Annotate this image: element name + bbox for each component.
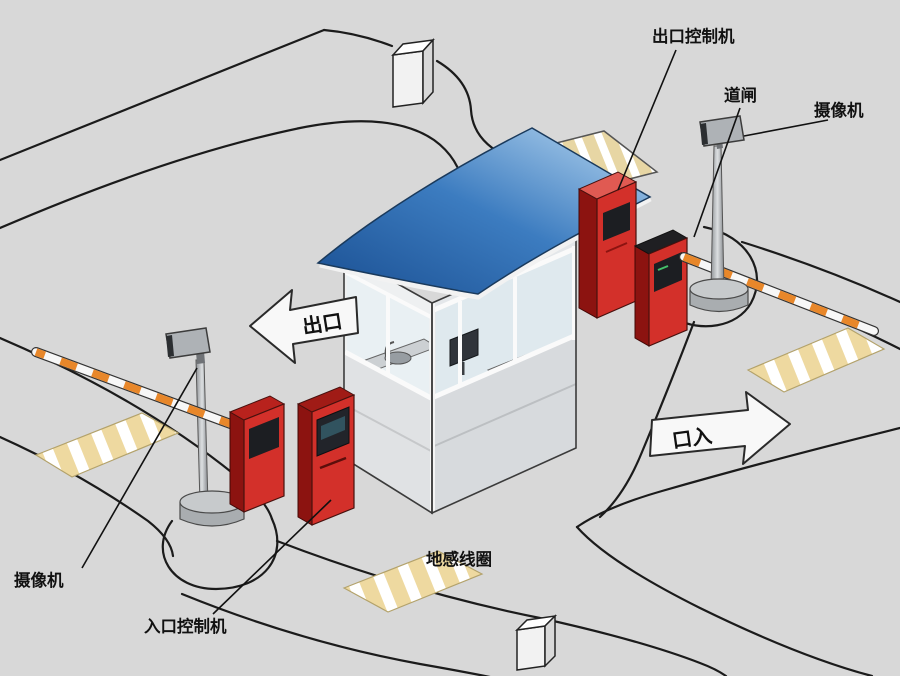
guard-booth	[316, 127, 659, 515]
machine-screen	[321, 416, 345, 440]
leader-exit-controller	[617, 49, 677, 191]
ticket-slot	[319, 456, 347, 470]
label-exit-controller: 出口控制机	[652, 26, 735, 46]
ground-coil-right	[746, 327, 886, 393]
exit-controller-machine	[577, 171, 638, 319]
machine-screen	[603, 202, 630, 241]
label-camera-right: 摄像机	[814, 100, 864, 120]
entrance-barrier-gate	[31, 347, 286, 513]
camera-lens	[700, 123, 708, 145]
camera-base	[689, 278, 749, 300]
barrier-panel	[249, 417, 279, 459]
marker-box-top	[391, 38, 435, 108]
label-ground-coil: 地感线圈	[426, 549, 492, 569]
barrier-panel	[654, 252, 682, 292]
monitor	[449, 328, 479, 367]
entrance-arrow-sign: 口入	[649, 391, 791, 465]
entrance-controller-machine	[296, 386, 356, 526]
ground-coil-bottom	[342, 550, 484, 613]
exit-island-curb	[674, 225, 759, 328]
barrier-arm-left	[31, 347, 241, 431]
entrance-arrow-label: 口入	[671, 424, 714, 452]
booth-right-window	[436, 252, 572, 396]
label-camera-left: 摄像机	[14, 570, 64, 590]
leader-lines	[81, 49, 829, 615]
leader-camera-right	[743, 119, 829, 137]
leader-barrier-gate	[693, 107, 741, 238]
exit-arrow-sign: 出口	[249, 289, 359, 364]
camera-lens	[166, 335, 174, 357]
label-entrance-controller: 入口控制机	[144, 616, 227, 636]
label-barrier-gate: 道闸	[724, 85, 757, 105]
chair	[384, 351, 412, 365]
ground-coil-left	[34, 412, 180, 478]
marker-box-bottom	[514, 614, 558, 671]
entrance-island-curb	[161, 517, 279, 591]
camera-left	[165, 327, 245, 527]
leader-camera-left	[81, 367, 198, 569]
leader-entrance-controller	[212, 499, 332, 615]
